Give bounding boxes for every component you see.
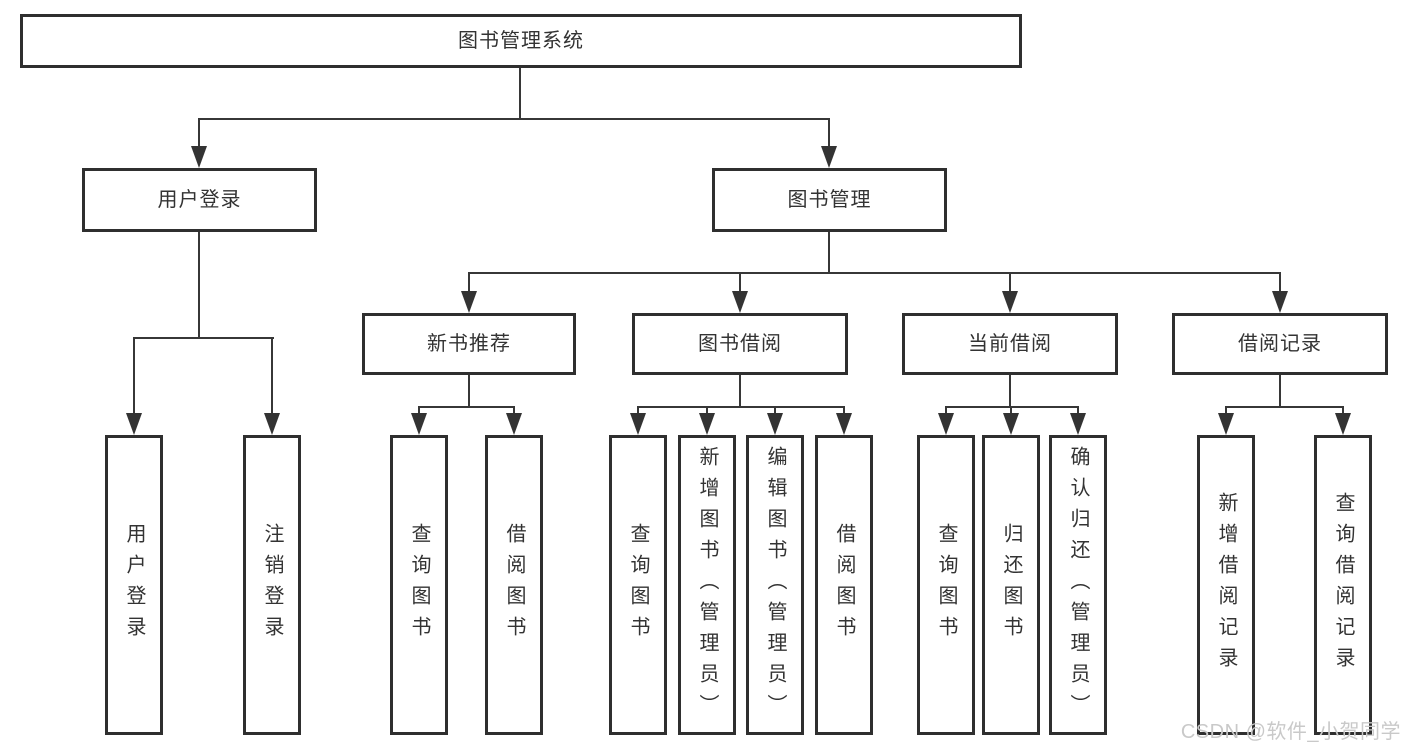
arrow-down-icon — [461, 291, 477, 313]
leaf-confirm-return-admin: 确认归还（管理员） — [1049, 435, 1107, 735]
arrow-down-icon — [126, 413, 142, 435]
arrow-down-icon — [1335, 413, 1351, 435]
leaf-query-borrow-record: 查询借阅记录 — [1314, 435, 1372, 735]
arrow-down-icon — [1272, 291, 1288, 313]
leaf-logout: 注销登录 — [243, 435, 301, 735]
connector-borrowing-bus — [637, 406, 845, 408]
connector-drop — [706, 406, 708, 415]
connector-drop — [843, 406, 845, 415]
connector-new-book-bus — [418, 406, 515, 408]
connector-book-mgmt-bus — [468, 272, 1281, 274]
leaf-query-books-recommend: 查询图书 — [390, 435, 448, 735]
arrow-down-icon — [821, 146, 837, 168]
connector-records-bus — [1225, 406, 1344, 408]
arrow-down-icon — [506, 413, 522, 435]
leaf-query-books-borrowing: 查询图书 — [609, 435, 667, 735]
connector-drop-user-login — [198, 118, 200, 148]
leaf-borrow-books: 借阅图书 — [815, 435, 873, 735]
connector-current-stem — [1009, 375, 1011, 406]
connector-drop — [271, 337, 273, 415]
node-library-management-system: 图书管理系统 — [20, 14, 1022, 68]
node-new-book-recommend: 新书推荐 — [362, 313, 576, 375]
connector-drop — [1279, 272, 1281, 293]
arrow-down-icon — [630, 413, 646, 435]
node-user-login: 用户登录 — [82, 168, 317, 232]
connector-drop — [133, 337, 135, 415]
leaf-add-books-admin: 新增图书（管理员） — [678, 435, 736, 735]
arrow-down-icon — [191, 146, 207, 168]
leaf-edit-books-admin: 编辑图书（管理员） — [746, 435, 804, 735]
leaf-user-login: 用户登录 — [105, 435, 163, 735]
connector-drop — [1010, 406, 1012, 415]
arrow-down-icon — [836, 413, 852, 435]
connector-drop — [1077, 406, 1079, 415]
connector-drop — [1342, 406, 1344, 415]
arrow-down-icon — [264, 413, 280, 435]
connector-drop — [1225, 406, 1227, 415]
connector-book-mgmt-stem — [828, 232, 830, 272]
connector-root-stem — [519, 68, 521, 118]
node-book-borrowing: 图书借阅 — [632, 313, 848, 375]
node-current-borrowing: 当前借阅 — [902, 313, 1118, 375]
arrow-down-icon — [1003, 413, 1019, 435]
connector-drop — [468, 272, 470, 293]
connector-new-book-stem — [468, 375, 470, 406]
connector-drop — [774, 406, 776, 415]
connector-root-bus — [198, 118, 830, 120]
node-book-management: 图书管理 — [712, 168, 947, 232]
connector-drop — [945, 406, 947, 415]
connector-drop — [513, 406, 515, 415]
arrow-down-icon — [411, 413, 427, 435]
arrow-down-icon — [1070, 413, 1086, 435]
connector-drop — [418, 406, 420, 415]
connector-current-bus — [945, 406, 1079, 408]
leaf-add-borrow-record: 新增借阅记录 — [1197, 435, 1255, 735]
arrow-down-icon — [767, 413, 783, 435]
arrow-down-icon — [1218, 413, 1234, 435]
connector-borrowing-stem — [739, 375, 741, 406]
connector-drop — [739, 272, 741, 293]
connector-drop — [1009, 272, 1011, 293]
leaf-query-books-current: 查询图书 — [917, 435, 975, 735]
leaf-borrow-books-recommend: 借阅图书 — [485, 435, 543, 735]
connector-drop-book-mgmt — [828, 118, 830, 148]
connector-records-stem — [1279, 375, 1281, 406]
arrow-down-icon — [699, 413, 715, 435]
arrow-down-icon — [938, 413, 954, 435]
connector-user-login-stem — [198, 232, 200, 337]
connector-user-login-bus — [133, 337, 274, 339]
leaf-return-books: 归还图书 — [982, 435, 1040, 735]
arrow-down-icon — [732, 291, 748, 313]
csdn-watermark: CSDN @软件_小贺同学 — [1180, 721, 1401, 743]
node-borrowing-records: 借阅记录 — [1172, 313, 1388, 375]
connector-drop — [637, 406, 639, 415]
arrow-down-icon — [1002, 291, 1018, 313]
